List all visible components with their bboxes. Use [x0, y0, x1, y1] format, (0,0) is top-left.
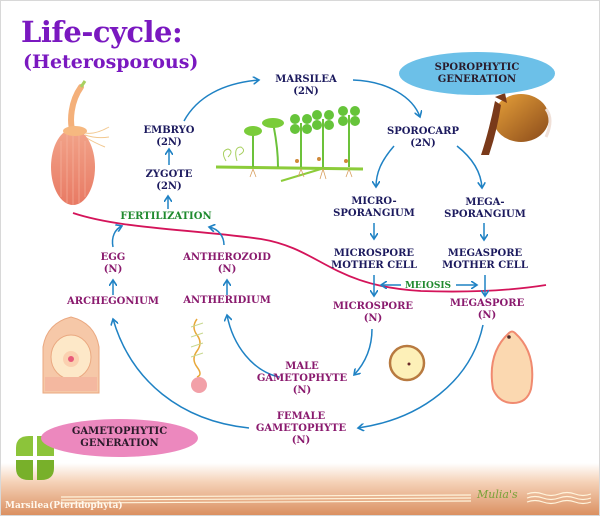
- gametophytic-generation-badge: GAMETOPHYTIC GENERATION: [41, 419, 198, 457]
- sporophytic-generation-badge: SPOROPHYTIC GENERATION: [399, 52, 555, 95]
- footer-caption: Marsilea(Pteridophyta): [5, 501, 123, 511]
- stage-microspore: MICROSPORE (N): [332, 301, 414, 324]
- author-signature: Mulia's: [477, 488, 518, 501]
- stage-microsporangium: MICRO- SPORANGIUM: [333, 196, 415, 219]
- stage-zygote: ZYGOTE (2N): [145, 169, 193, 192]
- stage-sporocarp: SPOROCARP (2N): [386, 126, 460, 149]
- diagram-title: Life-cycle:: [21, 15, 183, 49]
- archegonium-illustration: [42, 316, 100, 394]
- arrow-male-gametophyte-to-antheridium: [227, 315, 280, 378]
- megaspore-illustration: [490, 330, 534, 405]
- arrow-female-gametophyte-to-archegonium: [113, 319, 250, 429]
- stage-megaspore-mother-cell: MEGASPORE MOTHER CELL: [442, 248, 528, 271]
- cycle-arrows: [112, 80, 485, 428]
- stage-microspore-mother-cell: MICROSPORE MOTHER CELL: [331, 248, 417, 271]
- arrow-microspore-to-male-gametophyte: [354, 328, 373, 375]
- stage-female-gametophyte: FEMALE GAMETOPHYTE (N): [255, 411, 347, 446]
- microspore-illustration: [388, 344, 426, 382]
- arrow-marsilea-to-sporocarp: [352, 79, 420, 117]
- event-fertilization: FERTILIZATION: [120, 211, 212, 222]
- stage-egg: EGG (N): [100, 252, 126, 275]
- arrow-megaspore-to-female-gametophyte: [358, 324, 484, 428]
- stage-male-gametophyte: MALE GAMETOPHYTE (N): [256, 361, 348, 396]
- arrow-sporocarp-to-megasporangium: [456, 145, 482, 188]
- stage-archegonium: ARCHEGONIUM: [67, 296, 159, 307]
- arrow-sporocarp-to-microsporangium: [376, 145, 395, 187]
- stage-marsilea: MARSILEA (2N): [275, 74, 337, 97]
- diagram-subtitle: (Heterosporous): [23, 51, 199, 73]
- marsilea-plant-illustration: [215, 106, 364, 182]
- footer-stripes: [60, 491, 592, 505]
- footer-band: [1, 463, 599, 515]
- stage-megasporangium: MEGA- SPORANGIUM: [444, 197, 526, 220]
- antheridium-illustration: [190, 318, 207, 393]
- stage-megaspore: MEGASPORE (N): [449, 298, 525, 321]
- stage-embryo: EMBRYO (2N): [143, 125, 195, 148]
- arrow-embryo-to-marsilea: [183, 80, 259, 122]
- stage-antherozoid: ANTHEROZOID (N): [183, 252, 271, 275]
- embryo-illustration: [51, 80, 110, 205]
- generation-divider-line: [72, 212, 547, 293]
- stage-antheridium: ANTHERIDIUM: [183, 295, 271, 306]
- sporocarp-illustration: [481, 93, 552, 155]
- arrow-egg-to-fertilization: [111, 226, 122, 248]
- arrow-antherozoid-to-fertilization: [209, 227, 225, 246]
- event-meiosis: MEIOSIS: [404, 281, 452, 291]
